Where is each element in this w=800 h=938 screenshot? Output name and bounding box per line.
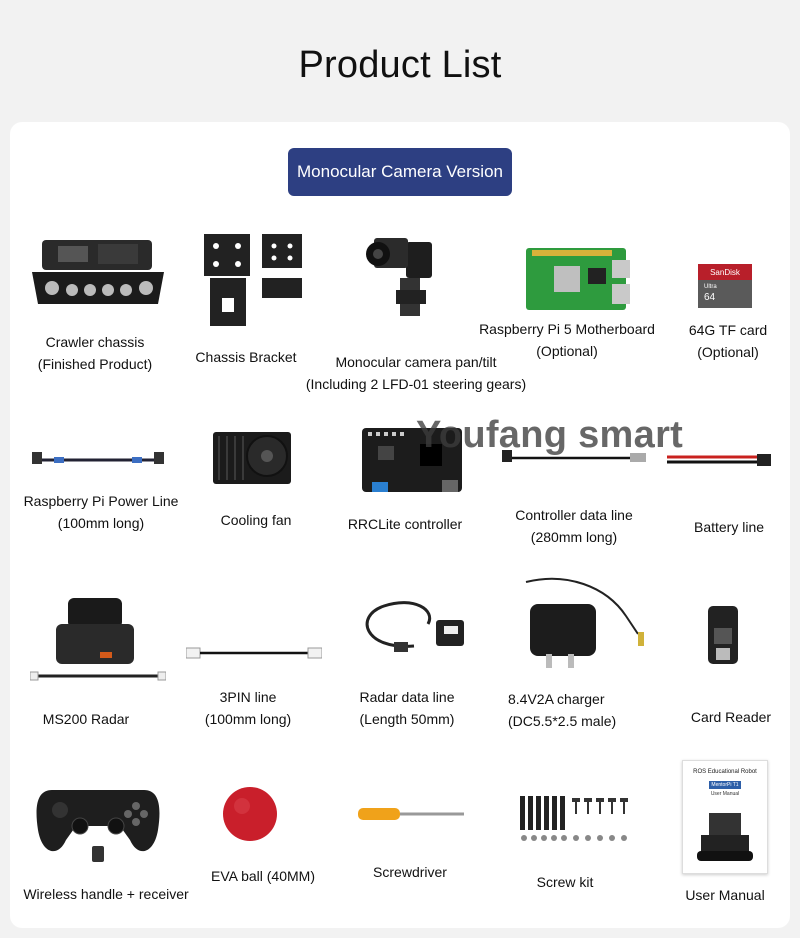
manual-caption: User Manual bbox=[710, 791, 740, 797]
controller-data-line-image bbox=[500, 448, 650, 468]
eva-ball-label: EVA ball (40MM) bbox=[211, 868, 315, 884]
radar-data-line-label: Radar data line(Length 50mm) bbox=[359, 689, 455, 727]
manual-tag: MentorPi T1 bbox=[709, 781, 741, 789]
ms200-radar-image bbox=[30, 594, 166, 686]
ms200-radar-label: MS200 Radar bbox=[42, 711, 130, 727]
pi-power-line-image bbox=[30, 450, 166, 474]
version-badge: Monocular Camera Version bbox=[288, 148, 512, 196]
screwdriver-image bbox=[358, 806, 468, 822]
tf-card-brand: SanDisk bbox=[710, 268, 741, 277]
eva-ball-image bbox=[222, 786, 278, 842]
wireless-handle-label: Wireless handle + receiver bbox=[23, 886, 189, 902]
camera-pan-tilt-label: Monocular camera pan/tilt(Including 2 LF… bbox=[305, 354, 527, 392]
battery-line-label: Battery line bbox=[693, 519, 765, 535]
camera-pan-tilt-image bbox=[356, 232, 446, 322]
rrclite-controller-image bbox=[360, 426, 464, 498]
tf-card-image: SanDisk Ultra 64 bbox=[698, 264, 752, 308]
screw-kit-image bbox=[516, 792, 634, 846]
screwdriver-label: Screwdriver bbox=[373, 864, 447, 880]
card-reader-image bbox=[706, 604, 740, 666]
manual-robot-icon bbox=[697, 813, 753, 861]
watermark-text: Youfang smart bbox=[416, 414, 684, 456]
3pin-line-image bbox=[186, 645, 322, 661]
chassis-bracket-image bbox=[200, 232, 310, 328]
charger-image bbox=[506, 576, 646, 672]
tf-card-label: 64G TF card(Optional) bbox=[688, 322, 768, 360]
screw-kit-label: Screw kit bbox=[536, 874, 594, 890]
page-title: Product List bbox=[298, 44, 502, 86]
user-manual-image: ROS Educational Robot MentorPi T1 User M… bbox=[682, 760, 768, 874]
3pin-line-label: 3PIN line(100mm long) bbox=[204, 689, 292, 727]
controller-data-line-label: Controller data line(280mm long) bbox=[515, 507, 633, 545]
tf-card-capacity: 64 bbox=[704, 292, 716, 303]
raspberry-pi-5-label: Raspberry Pi 5 Motherboard(Optional) bbox=[479, 321, 655, 359]
pi-power-line-label: Raspberry Pi Power Line(100mm long) bbox=[23, 493, 179, 531]
user-manual-label: User Manual bbox=[685, 887, 765, 903]
chassis-bracket-label: Chassis Bracket bbox=[195, 349, 297, 365]
raspberry-pi-5-image bbox=[526, 246, 630, 312]
card-reader-label: Card Reader bbox=[690, 709, 772, 725]
battery-line-image bbox=[665, 452, 775, 468]
rrclite-controller-label: RRCLite controller bbox=[347, 516, 463, 532]
crawler-chassis-image bbox=[28, 232, 168, 312]
wireless-handle-image bbox=[34, 780, 162, 864]
radar-data-line-image bbox=[354, 596, 474, 662]
cooling-fan-image bbox=[205, 428, 297, 490]
crawler-chassis-label: Crawler chassis(Finished Product) bbox=[37, 334, 153, 372]
tf-card-sub: Ultra bbox=[704, 284, 717, 290]
cooling-fan-label: Cooling fan bbox=[220, 512, 292, 528]
charger-label: 8.4V2A charger(DC5.5*2.5 male) bbox=[508, 691, 617, 729]
manual-heading: ROS Educational Robot bbox=[693, 769, 757, 775]
